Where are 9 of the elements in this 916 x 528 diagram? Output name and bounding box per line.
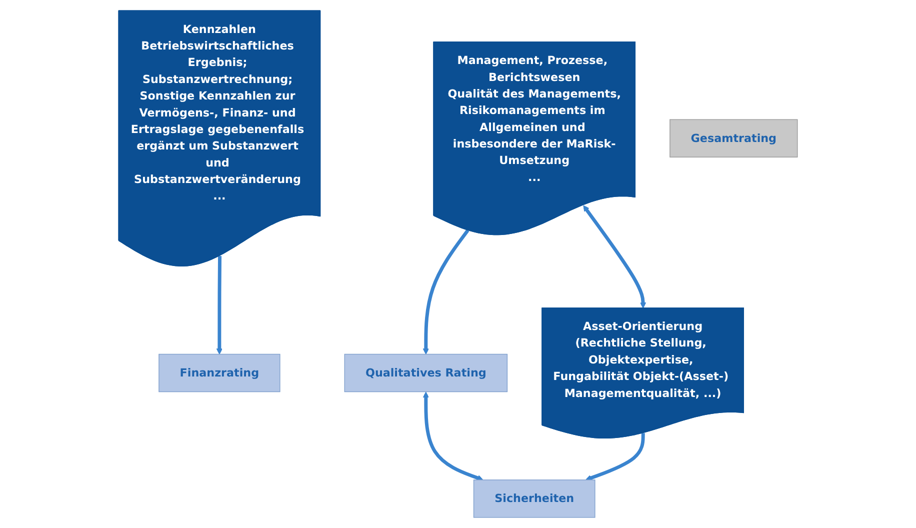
node-box: Gesamtrating <box>670 119 798 158</box>
arrow <box>422 229 470 354</box>
node-box: Finanzrating <box>158 354 280 392</box>
arrow <box>583 205 646 308</box>
node-box: Sicherheiten <box>473 480 596 518</box>
arrow <box>585 433 645 481</box>
arrow <box>422 392 484 481</box>
node-box: Qualitatives Rating <box>344 354 508 392</box>
arrow <box>216 256 222 354</box>
